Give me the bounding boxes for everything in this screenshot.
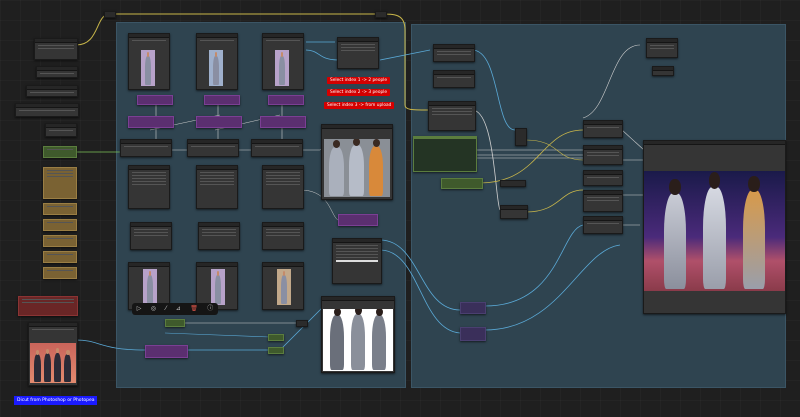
preview-node-5[interactable] [196,262,238,310]
reroute-node-top-1[interactable] [104,11,116,18]
output-image [644,171,785,291]
node-left-5[interactable] [45,123,77,137]
purple-node-6[interactable] [260,116,306,128]
gold-node-5[interactable] [43,251,77,263]
reroute-node-right-2[interactable] [515,128,527,146]
right-node-9[interactable] [583,216,623,234]
select-index-3-label: Select index 3 -> from upload [324,102,395,109]
purple-node-4[interactable] [128,116,174,128]
gold-node-6[interactable] [43,267,77,279]
node-toolbar: ▷ ◎ ⁄ ⊿ 🗑 ⓘ [132,303,218,315]
gold-node-1[interactable] [43,167,77,199]
right-node-1[interactable] [433,44,475,62]
red-node-left[interactable] [18,296,78,316]
purple-node-bottom[interactable] [145,345,188,358]
green-node-small-3[interactable] [268,347,284,354]
play-icon[interactable]: ▷ [136,305,142,312]
purple-node-center[interactable] [338,214,378,226]
load-image-node[interactable] [28,322,78,386]
green-node-left[interactable] [43,146,77,158]
batch-preview-node[interactable] [321,124,393,200]
right-node-2[interactable] [433,70,475,88]
lower-node-1[interactable] [130,222,172,250]
preview-node-3[interactable] [262,33,304,90]
node-left-3[interactable] [26,85,78,97]
right-node-5[interactable] [583,120,623,138]
right-node-3[interactable] [428,101,476,131]
lower-node-3[interactable] [262,222,304,250]
right-node-4[interactable] [500,205,528,219]
purple-node-3[interactable] [268,95,304,105]
right-node-6[interactable] [583,145,623,165]
preview-node-2[interactable] [196,33,238,90]
gold-node-2[interactable] [43,203,77,215]
cutout-note: Dicut from Photoshop or Photopea [14,396,98,405]
gold-node-3[interactable] [43,219,77,231]
purple-node-1[interactable] [137,95,173,105]
ksampler-node-2[interactable] [196,165,238,209]
purple-node-right-1[interactable] [460,302,486,314]
mid-node-1[interactable] [120,139,172,157]
cutout-preview-image [323,309,393,371]
green-node-small-2[interactable] [268,334,284,341]
ksampler-node-3[interactable] [262,165,304,209]
output-preview-node[interactable] [643,140,786,314]
preview-node-1[interactable] [128,33,170,90]
cutout-preview-node[interactable] [321,296,395,373]
pin-icon[interactable]: ⁄ [165,305,167,312]
right-node-8[interactable] [583,190,623,212]
delete-icon[interactable]: 🗑 [190,305,198,312]
preview-node-4[interactable] [128,262,170,310]
select-index-2-label: Select index 2 -> 3 people [327,89,391,96]
right-node-top-small[interactable] [652,66,674,76]
load-checkpoint-node[interactable] [34,38,78,60]
purple-node-5[interactable] [196,116,242,128]
color-icon[interactable]: ◎ [150,305,156,312]
green-node-small-1[interactable] [165,319,185,327]
green-node-right-small[interactable] [441,178,483,189]
preview-node-6[interactable] [262,262,304,310]
right-node-7[interactable] [583,170,623,186]
mask-node[interactable] [332,238,382,284]
select-index-1-label: Select index 1 -> 2 people [327,77,391,84]
reroute-node-bottom[interactable] [296,320,308,327]
lower-node-2[interactable] [198,222,240,250]
reroute-node-right-1[interactable] [500,180,526,187]
info-icon[interactable]: ⓘ [207,305,214,312]
image-batch-node[interactable] [337,37,379,69]
node-left-4[interactable] [15,103,79,117]
upload-image-preview [30,343,76,383]
mid-node-2[interactable] [187,139,239,157]
purple-node-right-2[interactable] [460,327,486,341]
bypass-icon[interactable]: ⊿ [175,305,181,312]
batch-preview-image [324,139,390,197]
gold-node-4[interactable] [43,235,77,247]
ksampler-node-1[interactable] [128,165,170,209]
node-left-2[interactable] [36,66,78,78]
reroute-node-top-2[interactable] [375,11,387,18]
mid-node-3[interactable] [251,139,303,157]
right-node-top[interactable] [646,38,678,58]
green-node-right-large[interactable] [413,136,477,172]
purple-node-2[interactable] [204,95,240,105]
